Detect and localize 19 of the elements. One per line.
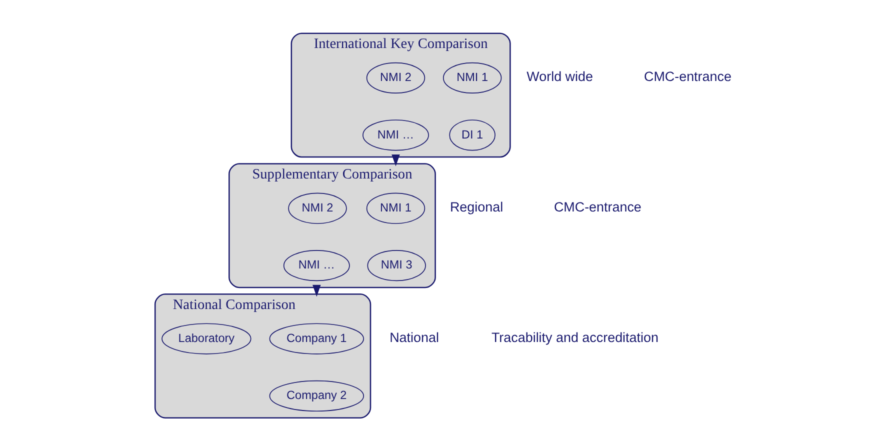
node-label: CMC-entrance [644, 69, 732, 84]
node-ellipse: NMI 1 [366, 192, 426, 224]
node-ellipse: NMI … [283, 250, 350, 282]
node-ellipse: NMI 2 [366, 62, 426, 94]
node-label: CMC-entrance [554, 200, 642, 215]
node-label: World wide [526, 69, 593, 84]
arrow [312, 284, 321, 297]
node-ellipse: Laboratory [162, 323, 252, 354]
node-ellipse: DI 1 [449, 120, 496, 151]
node-ellipse: NMI 2 [288, 192, 347, 224]
node-label: National [390, 330, 439, 345]
node-ellipse: NMI … [362, 120, 429, 151]
arrow [392, 154, 400, 166]
node-label: Tracability and accreditation [491, 330, 658, 345]
node-ellipse: Company 2 [269, 380, 364, 412]
node-ellipse: NMI 3 [367, 250, 426, 282]
node-ellipse: Company 1 [269, 323, 364, 354]
node-ellipse: NMI 1 [442, 62, 502, 94]
node-label: Regional [450, 200, 504, 215]
